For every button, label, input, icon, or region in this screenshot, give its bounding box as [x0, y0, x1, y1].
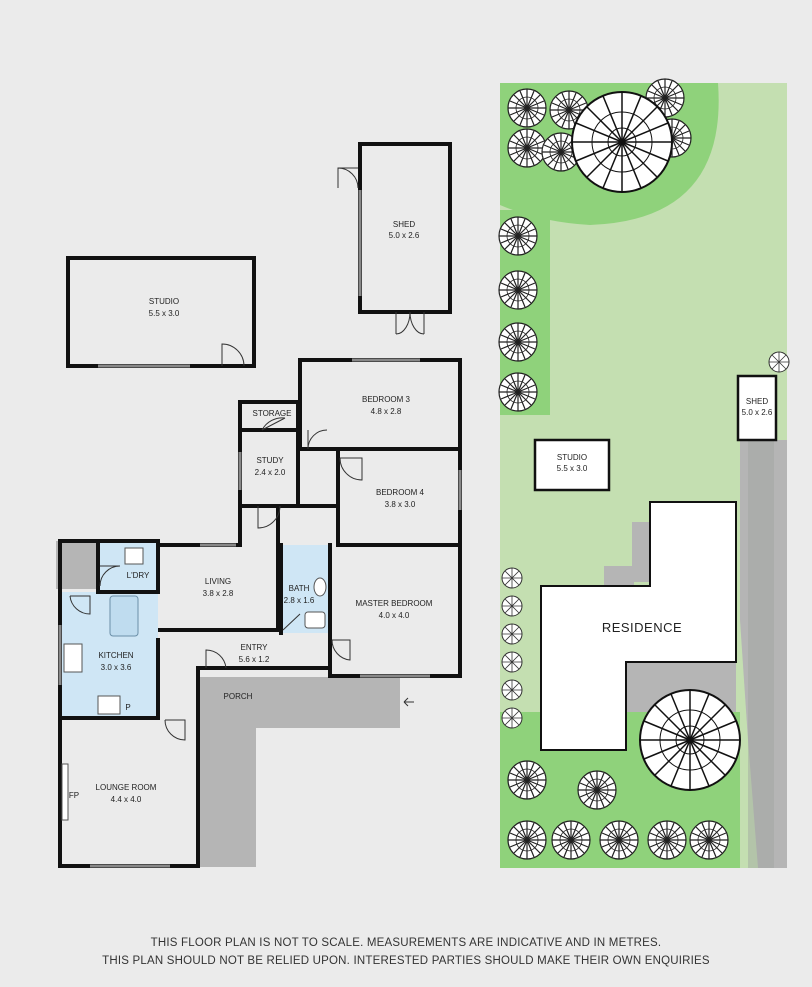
- studio-size: 5.5 x 3.0: [149, 309, 180, 318]
- shrub-icon: [501, 651, 523, 673]
- shrub-icon: [501, 707, 523, 729]
- shrub-icon: [768, 351, 790, 373]
- kitchen-label: KITCHEN: [98, 651, 133, 660]
- living-label: LIVING: [205, 577, 231, 586]
- entry-label: ENTRY: [241, 643, 269, 652]
- tree-icon: [647, 820, 687, 860]
- site-studio-label: STUDIO: [557, 453, 587, 462]
- disclaimer-line-2: THIS PLAN SHOULD NOT BE RELIED UPON. INT…: [102, 955, 710, 967]
- side-paving: [56, 541, 98, 589]
- fireplace: [61, 763, 69, 821]
- shrub-icon: [501, 567, 523, 589]
- driveway: [740, 440, 787, 868]
- site-shed-size: 5.0 x 2.6: [742, 408, 773, 417]
- bedroom3-label: BEDROOM 3: [362, 395, 411, 404]
- lounge-room-label: LOUNGE ROOM: [96, 783, 157, 792]
- site-shed-label: SHED: [746, 397, 768, 406]
- tree-icon: [689, 820, 729, 860]
- bath-label: BATH: [289, 584, 310, 593]
- master-bedroom-size: 4.0 x 4.0: [379, 611, 410, 620]
- studio-label: STUDIO: [149, 297, 179, 306]
- tree-icon: [507, 88, 547, 128]
- toilet: [313, 577, 327, 597]
- kitchen-size: 3.0 x 3.6: [101, 663, 132, 672]
- porch-paving: [196, 677, 400, 867]
- large-tree-icon: [571, 91, 673, 193]
- study-size: 2.4 x 2.0: [255, 468, 286, 477]
- storage-label: STORAGE: [253, 409, 292, 418]
- rear-steps: [604, 566, 634, 586]
- disclaimer-line-1: THIS FLOOR PLAN IS NOT TO SCALE. MEASURE…: [150, 937, 662, 949]
- shrub-icon: [501, 623, 523, 645]
- bath-size: 2.8 x 1.6: [284, 596, 315, 605]
- kitchen-sink: [63, 643, 83, 673]
- windows: [58, 190, 462, 868]
- tree-icon: [498, 270, 538, 310]
- site-shed: [736, 374, 778, 442]
- site-studio-size: 5.5 x 3.0: [557, 464, 588, 473]
- cooktop: [97, 695, 121, 715]
- kitchen-island: [109, 595, 139, 637]
- driveway-strip: [748, 440, 774, 868]
- floor-plan: SHED 5.0 x 2.6 STUDIO 5.5 x 3.0 STORAGE …: [56, 142, 462, 868]
- tree-icon: [498, 372, 538, 412]
- tree-icon: [599, 820, 639, 860]
- lounge-room-size: 4.4 x 4.0: [111, 795, 142, 804]
- porch-label: PORCH: [224, 692, 253, 701]
- doors: [69, 167, 425, 741]
- bedroom3-size: 4.8 x 2.8: [371, 407, 402, 416]
- shed-label: SHED: [393, 220, 415, 229]
- study-label: STUDY: [256, 456, 284, 465]
- pantry-label: P: [125, 703, 130, 712]
- living-size: 3.8 x 2.8: [203, 589, 234, 598]
- basin: [304, 611, 326, 629]
- master-bedroom-label: MASTER BEDROOM: [356, 599, 433, 608]
- shrub-icon: [501, 595, 523, 617]
- shrub-icon: [501, 679, 523, 701]
- bedroom4-size: 3.8 x 3.0: [385, 500, 416, 509]
- large-tree-icon: [639, 689, 741, 791]
- tree-icon: [551, 820, 591, 860]
- tree-icon: [498, 216, 538, 256]
- laundry-label: L'DRY: [127, 571, 150, 580]
- entry-size: 5.6 x 1.2: [239, 655, 270, 664]
- tree-icon: [577, 770, 617, 810]
- shed-size: 5.0 x 2.6: [389, 231, 420, 240]
- laundry-tub: [124, 547, 144, 565]
- side-steps: [632, 522, 650, 582]
- tree-icon: [507, 820, 547, 860]
- site-plan: RESIDENCE STUDIO 5.5 x 3.0 SHED 5.0 x 2.…: [498, 78, 790, 868]
- tree-icon: [498, 322, 538, 362]
- tree-icon: [507, 128, 547, 168]
- residence-label: RESIDENCE: [602, 620, 682, 635]
- bedroom4-label: BEDROOM 4: [376, 488, 425, 497]
- site-studio: [533, 438, 611, 492]
- residence-footprint: [540, 501, 737, 751]
- fireplace-label: FP: [69, 791, 79, 800]
- tree-icon: [507, 760, 547, 800]
